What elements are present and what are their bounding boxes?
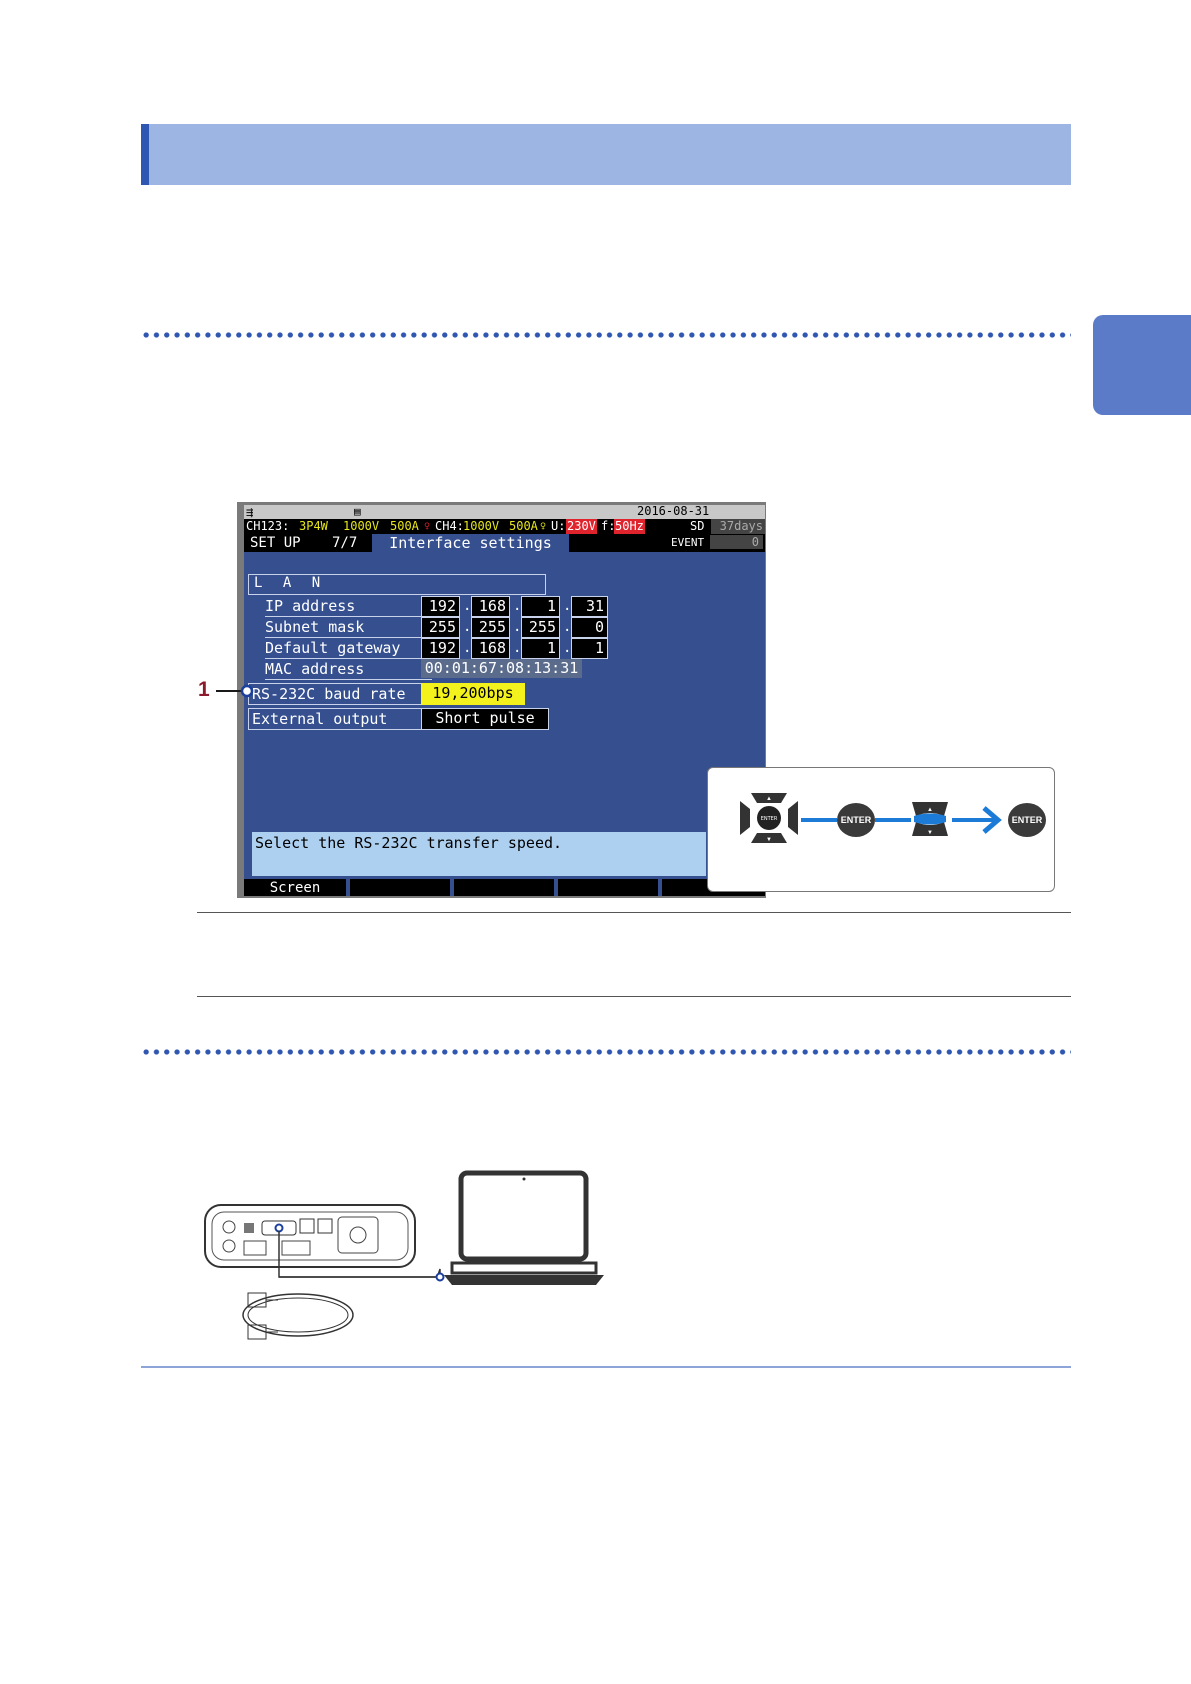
callout-leader-line [216,684,254,698]
dot-separator: . [513,640,522,656]
dot-separator: . [513,619,522,635]
subnet-octet-1[interactable]: 255 [421,617,460,638]
lan-label: L A N [254,575,327,591]
dot-separator: . [463,598,472,614]
u-value: 230V [566,519,597,534]
dot-separator: . [563,598,572,614]
svg-text:▼: ▼ [766,837,772,843]
section-header-bar [141,124,1071,185]
clamp-icon: ♀ [424,521,431,532]
external-output-label: External output [248,708,432,730]
mac-address-value: 00:01:67:08:13:31 [421,659,582,678]
gateway-octet-2[interactable]: 168 [471,638,510,659]
page-indicator: 7/7 [332,535,358,551]
ch123-current: 500A [390,519,419,533]
sd-card-icon: ▤ [354,505,361,518]
f-label: f: [601,519,616,533]
chapter-side-tab [1093,315,1191,415]
ch4-voltage: 1000V [463,519,500,533]
cursor-keys-icon: ENTER ▲ ▼ [740,793,798,843]
instrument-screen: ⇶ ▤ 2016-08-31 14:23:40 CH123: 3P4W 1000… [244,505,765,896]
external-output-value[interactable]: Short pulse [421,708,549,730]
flow-connector [875,818,911,822]
subnet-octet-3[interactable]: 255 [521,617,560,638]
mac-address-label: MAC address [265,659,432,680]
arrow-right-icon [952,806,1002,834]
dot-separator: . [463,619,472,635]
operation-panel: ENTER ▲ ▼ ENTER ▲ ▼ ENTER [707,767,1055,892]
sd-label: SD [690,519,705,533]
default-gateway-label: Default gateway [265,638,432,659]
dot-separator: . [463,640,472,656]
svg-text:▼: ▼ [927,830,933,836]
flow-connector [801,818,837,822]
enter-button-icon: ENTER [837,803,875,837]
note-rule-top [197,912,1071,913]
rs232c-baud-rate-label: RS-232C baud rate [248,683,432,705]
fkey-2[interactable] [350,879,450,896]
section-header-accent [141,124,149,185]
ch4-label: CH4: [435,519,464,533]
fkey-3[interactable] [454,879,554,896]
plug-icon: ⇶ [246,505,254,519]
svg-text:ENTER: ENTER [761,816,778,822]
lan-group-box [248,574,546,595]
dot-separator: . [563,619,572,635]
event-count: 0 [710,535,763,549]
callout-number: 1 [198,678,210,701]
ip-address-label: IP address [265,596,432,617]
rs232c-baud-rate-value[interactable]: 19,200bps [421,683,525,705]
screen-title-tab[interactable]: Interface settings [372,534,569,554]
sd-days: 37days [711,519,765,534]
help-message: Select the RS-232C transfer speed. [252,832,706,876]
wiring-value: 3P4W [299,519,328,533]
rs232c-connection-illustration [204,1170,604,1340]
dotted-divider-top [141,332,1071,338]
dot-separator: . [513,598,522,614]
note-rule-bottom [197,996,1071,997]
ch123-label: CH123: [246,519,290,533]
ip-octet-2[interactable]: 168 [471,596,510,617]
fkey-screen[interactable]: Screen [244,879,346,896]
gateway-octet-1[interactable]: 192 [421,638,460,659]
clamp-icon-2: ♀ [540,521,547,532]
ch123-voltage: 1000V [343,519,380,533]
subnet-octet-4[interactable]: 0 [571,617,608,638]
ip-octet-4[interactable]: 31 [571,596,608,617]
subnet-octet-2[interactable]: 255 [471,617,510,638]
gateway-octet-3[interactable]: 1 [521,638,560,659]
ip-octet-3[interactable]: 1 [521,596,560,617]
setup-label: SET UP [250,535,301,551]
screen-top-line: ⇶ ▤ 2016-08-31 14:23:40 [244,505,765,532]
svg-text:▲: ▲ [927,807,933,813]
page-bottom-rule [141,1366,1071,1368]
svg-text:▲: ▲ [766,796,772,802]
f-value: 50Hz [614,519,645,534]
enter-button-icon: ENTER [1008,803,1046,837]
ch4-current: 500A [509,519,538,533]
status-line: CH123: 3P4W 1000V 500A ♀ CH4: 1000V 500A… [244,519,765,534]
up-down-keys-icon: ▲ ▼ [912,802,948,836]
u-label: U: [551,519,566,533]
ip-octet-1[interactable]: 192 [421,596,460,617]
dotted-divider-bottom [141,1049,1071,1055]
gateway-octet-4[interactable]: 1 [571,638,608,659]
dot-separator: . [563,640,572,656]
fkey-4[interactable] [558,879,658,896]
subnet-mask-label: Subnet mask [265,617,432,638]
event-label: EVENT [671,536,705,549]
